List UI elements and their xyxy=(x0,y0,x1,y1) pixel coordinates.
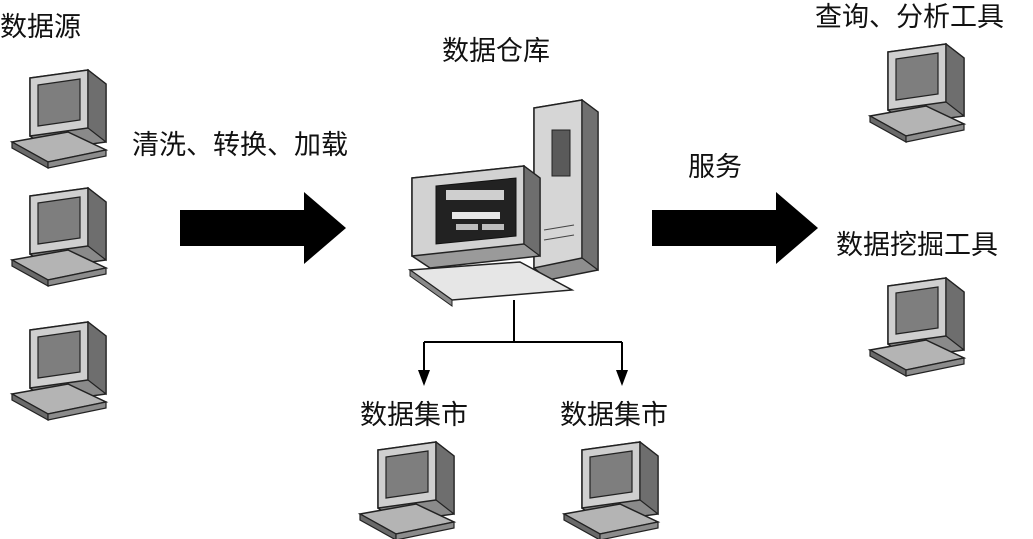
source-computer-2-icon xyxy=(11,187,107,287)
label-query-tools: 查询、分析工具 xyxy=(815,2,1004,33)
arrowhead-right-icon xyxy=(616,370,628,386)
label-data-source: 数据源 xyxy=(0,12,81,43)
source-computer-3-icon xyxy=(11,321,107,421)
label-data-mart-left: 数据集市 xyxy=(360,400,468,431)
query-tool-computer-icon xyxy=(869,43,965,143)
data-warehouse-server-icon xyxy=(407,98,599,307)
data-mart-connector xyxy=(423,300,623,378)
arrowhead-left-icon xyxy=(418,370,430,386)
source-computer-1-icon xyxy=(11,69,107,169)
label-data-warehouse: 数据仓库 xyxy=(442,36,550,67)
label-mining-tools: 数据挖掘工具 xyxy=(836,230,998,261)
label-data-mart-right: 数据集市 xyxy=(560,400,668,431)
data-mart-left-computer-icon xyxy=(359,441,455,539)
service-arrow-icon xyxy=(652,192,818,264)
mining-tool-computer-icon xyxy=(869,277,965,377)
data-mart-right-computer-icon xyxy=(563,441,659,539)
label-service: 服务 xyxy=(688,152,742,183)
etl-arrow-icon xyxy=(180,192,346,264)
label-etl: 清洗、转换、加载 xyxy=(132,130,348,161)
